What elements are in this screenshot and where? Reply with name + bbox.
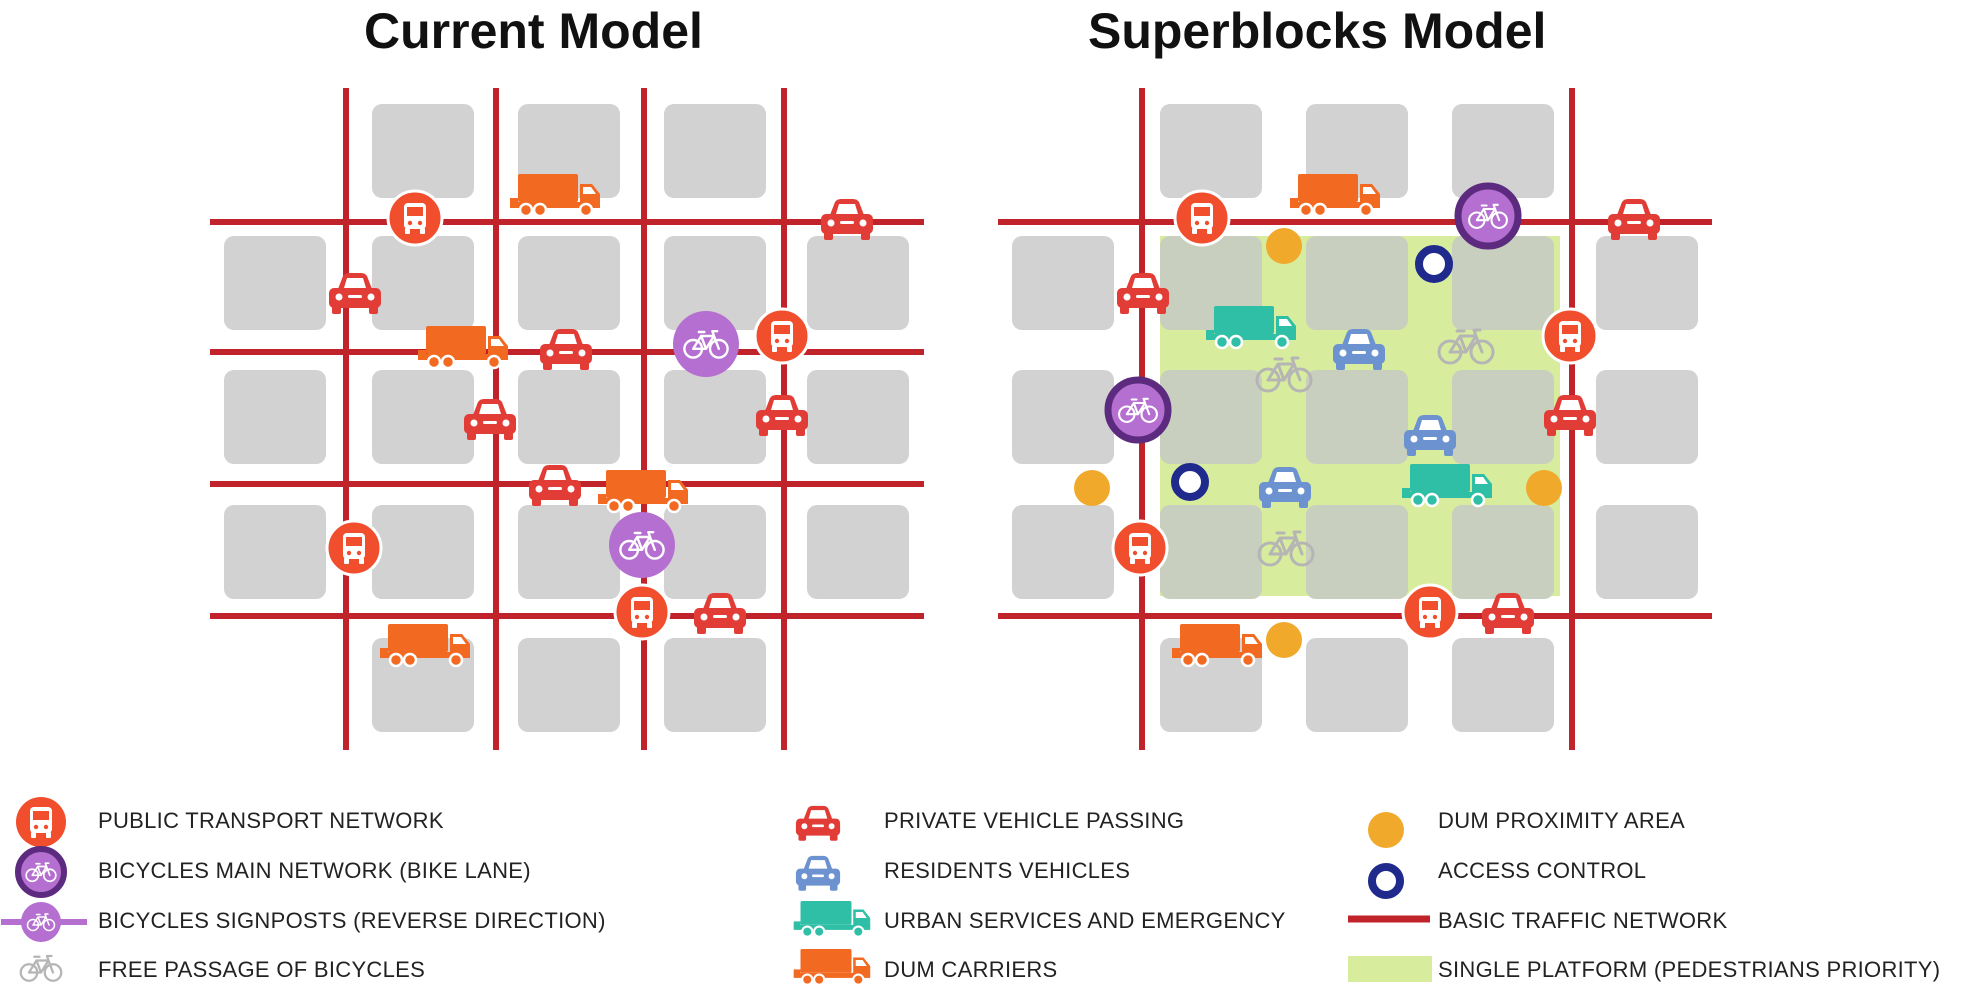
legend-label-basic-traffic: BASIC TRAFFIC NETWORK bbox=[1438, 908, 1728, 933]
legend-dum-area-icon bbox=[1368, 812, 1404, 848]
legend-icons bbox=[1, 797, 1432, 986]
superblocks-model-title: Superblocks Model bbox=[1088, 3, 1547, 59]
legend-label-private-vehicle: PRIVATE VEHICLE PASSING bbox=[884, 808, 1185, 833]
superblocks-inner-blocks bbox=[1160, 236, 1554, 599]
legend-label-urban-services: URBAN SERVICES AND EMERGENCY bbox=[884, 908, 1286, 933]
legend-bike-main-icon bbox=[15, 846, 67, 898]
superblocks-icons bbox=[1074, 172, 1660, 668]
legend-bike-free-icon bbox=[19, 954, 63, 982]
legend-label-bike-sign: BICYCLES SIGNPOSTS (REVERSE DIRECTION) bbox=[98, 908, 606, 933]
legend-resident-car-icon bbox=[795, 855, 841, 891]
legend-label-dum-carriers: DUM CARRIERS bbox=[884, 957, 1058, 982]
legend-label-single-platform: SINGLE PLATFORM (PEDESTRIANS PRIORITY) bbox=[1438, 957, 1941, 982]
current-model-icons bbox=[325, 172, 873, 668]
legend-access-icon bbox=[1368, 863, 1404, 899]
current-model-blocks bbox=[224, 104, 909, 732]
legend-label-bike-free: FREE PASSAGE OF BICYCLES bbox=[98, 957, 426, 982]
legend-label-dum-area: DUM PROXIMITY AREA bbox=[1438, 808, 1686, 833]
legend-label-access-control: ACCESS CONTROL bbox=[1438, 858, 1647, 883]
legend-bus-icon bbox=[16, 797, 66, 847]
legend-urban-truck-icon bbox=[792, 899, 872, 938]
legend-platform-icon bbox=[1348, 956, 1432, 982]
legend-private-car-icon bbox=[795, 805, 841, 841]
legend-label-bike-main: BICYCLES MAIN NETWORK (BIKE LANE) bbox=[98, 858, 531, 883]
legend-label-public-transport: PUBLIC TRANSPORT NETWORK bbox=[98, 808, 444, 833]
current-model-title: Current Model bbox=[364, 3, 703, 59]
legend-bike-sign-icon bbox=[1, 902, 87, 942]
legend-label-residents-vehicles: RESIDENTS VEHICLES bbox=[884, 858, 1131, 883]
legend-dum-truck-icon bbox=[792, 947, 872, 986]
